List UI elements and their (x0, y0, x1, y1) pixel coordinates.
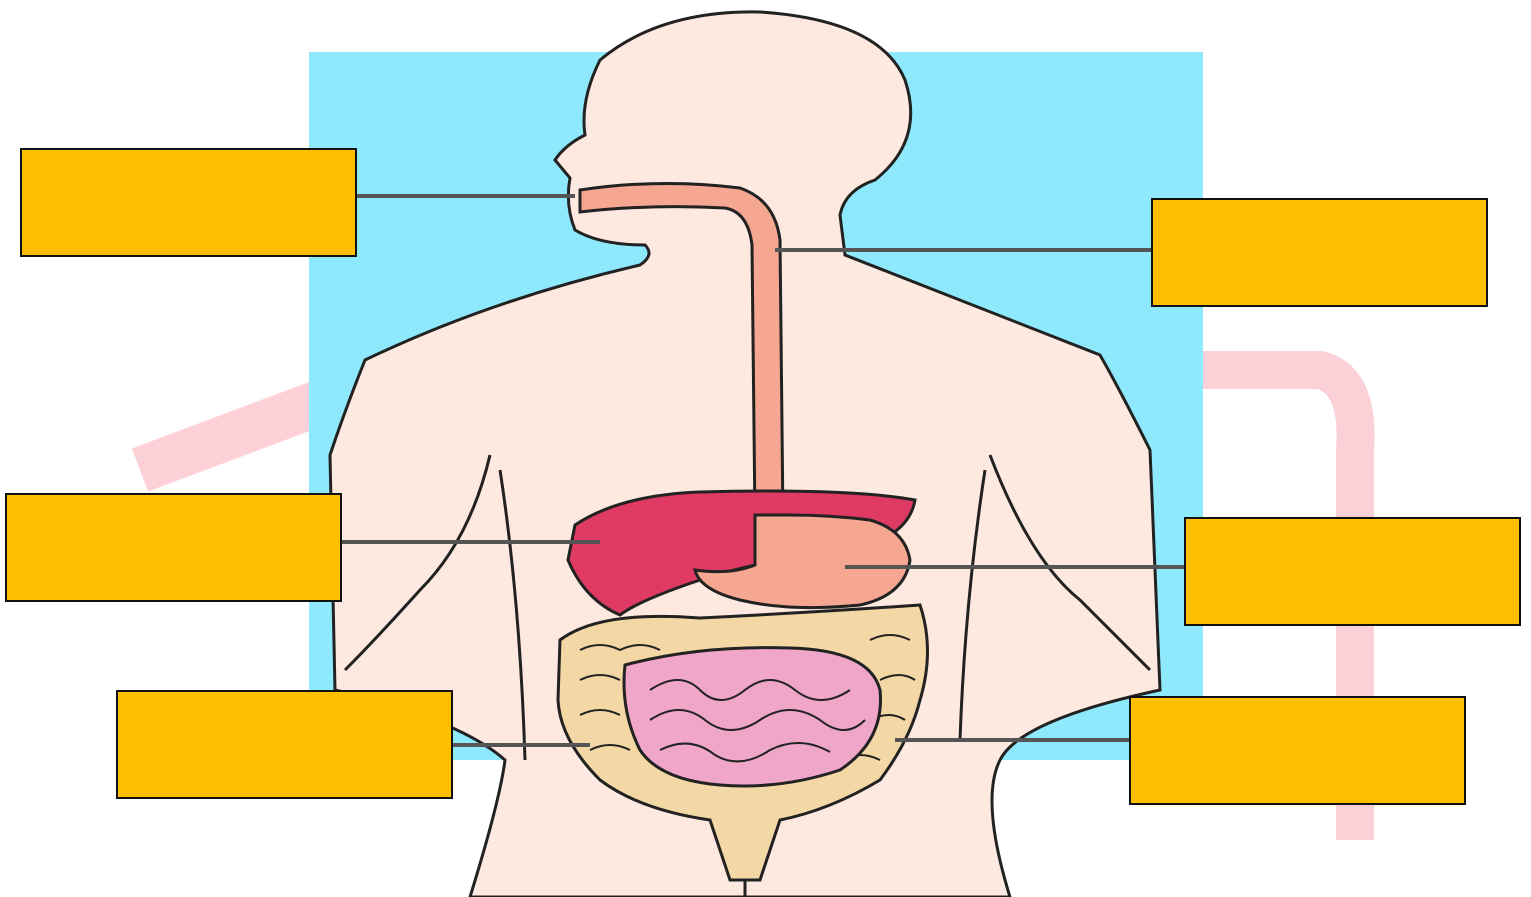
label-box-large-intestine[interactable] (116, 690, 453, 799)
label-box-small-intestine[interactable] (1129, 696, 1466, 805)
label-box-esophagus[interactable] (1151, 198, 1488, 307)
label-box-mouth[interactable] (20, 148, 357, 257)
label-box-liver[interactable] (5, 493, 342, 602)
small-intestine (624, 648, 881, 786)
label-box-stomach[interactable] (1184, 517, 1521, 626)
